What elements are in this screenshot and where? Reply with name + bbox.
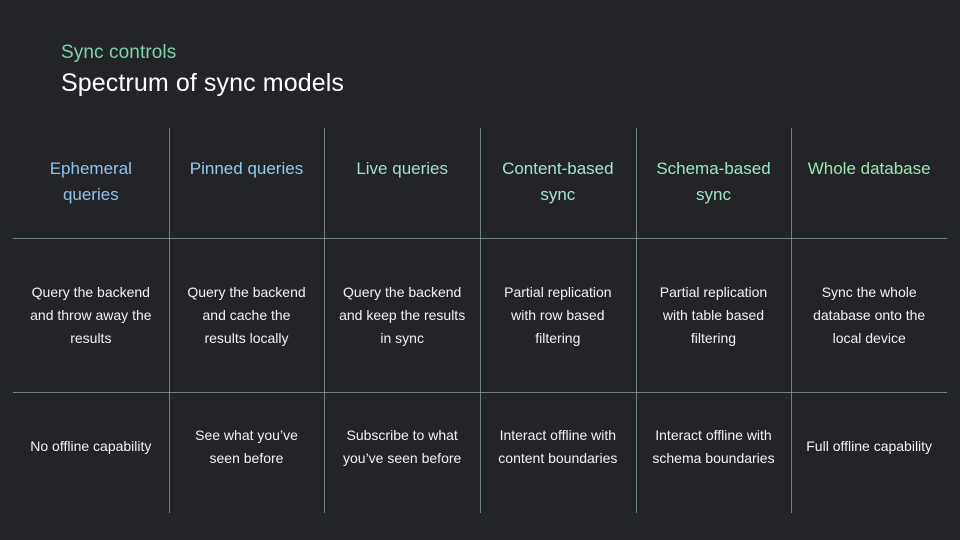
table-header-label: Pinned queries xyxy=(189,159,304,178)
table-cell-description: Query the backend and cache the results … xyxy=(169,238,325,392)
capability-text: Interact offline with content boundaries xyxy=(498,426,618,466)
sync-models-table: Ephemeral queries Pinned queries Live qu… xyxy=(13,128,947,513)
description-text: Sync the whole database onto the local d… xyxy=(813,283,926,346)
slide-header: Sync controls Spectrum of sync models xyxy=(61,40,344,100)
capability-text: Full offline capability xyxy=(806,438,933,454)
table-cell-description: Partial replication with row based filte… xyxy=(480,238,636,392)
table-header-live-queries: Live queries xyxy=(324,128,480,238)
table-cell-capability: Subscribe to what you’ve seen before xyxy=(324,392,480,513)
table-header-schema-based-sync: Schema-based sync xyxy=(636,128,792,238)
page-title: Spectrum of sync models xyxy=(61,69,344,97)
table-cell-capability: Full offline capability xyxy=(791,392,947,513)
capability-text: No offline capability xyxy=(30,438,152,454)
table-cell-description: Sync the whole database onto the local d… xyxy=(791,238,947,392)
column-divider-3 xyxy=(480,128,481,513)
column-divider-4 xyxy=(635,128,637,513)
table-cell-description: Partial replication with table based fil… xyxy=(636,238,792,392)
description-text: Query the backend and keep the results i… xyxy=(339,283,466,346)
description-text: Query the backend and cache the results … xyxy=(187,283,306,346)
slide-eyebrow: Sync controls xyxy=(61,42,177,63)
description-text: Partial replication with row based filte… xyxy=(504,283,612,346)
table-cell-capability: Interact offline with content boundaries xyxy=(480,392,636,513)
table-header-whole-database: Whole database xyxy=(791,128,947,238)
table-cell-capability: See what you’ve seen before xyxy=(169,392,325,513)
table-cell-capability: No offline capability xyxy=(13,392,169,513)
table-header-label: Schema-based sync xyxy=(656,159,771,204)
table-header-label: Content-based sync xyxy=(502,159,614,204)
table-cell-capability: Interact offline with schema boundaries xyxy=(636,392,792,513)
table-header-content-based-sync: Content-based sync xyxy=(480,128,636,238)
column-divider-1 xyxy=(168,128,170,513)
description-text: Query the backend and throw away the res… xyxy=(30,283,152,346)
table-header-label: Live queries xyxy=(356,159,448,178)
table-grid: Ephemeral queries Pinned queries Live qu… xyxy=(13,128,947,513)
capability-text: Interact offline with schema boundaries xyxy=(652,426,775,466)
capability-text: See what you’ve seen before xyxy=(195,426,298,466)
capability-text: Subscribe to what you’ve seen before xyxy=(343,426,462,466)
table-header-label: Whole database xyxy=(807,159,931,178)
description-text: Partial replication with table based fil… xyxy=(659,283,768,346)
column-divider-2 xyxy=(324,128,326,513)
table-cell-description: Query the backend and keep the results i… xyxy=(324,238,480,392)
table-header-pinned-queries: Pinned queries xyxy=(169,128,325,238)
column-divider-5 xyxy=(791,128,793,513)
table-header-ephemeral-queries: Ephemeral queries xyxy=(13,128,169,238)
table-header-label: Ephemeral queries xyxy=(49,159,132,204)
table-cell-description: Query the backend and throw away the res… xyxy=(13,238,169,392)
